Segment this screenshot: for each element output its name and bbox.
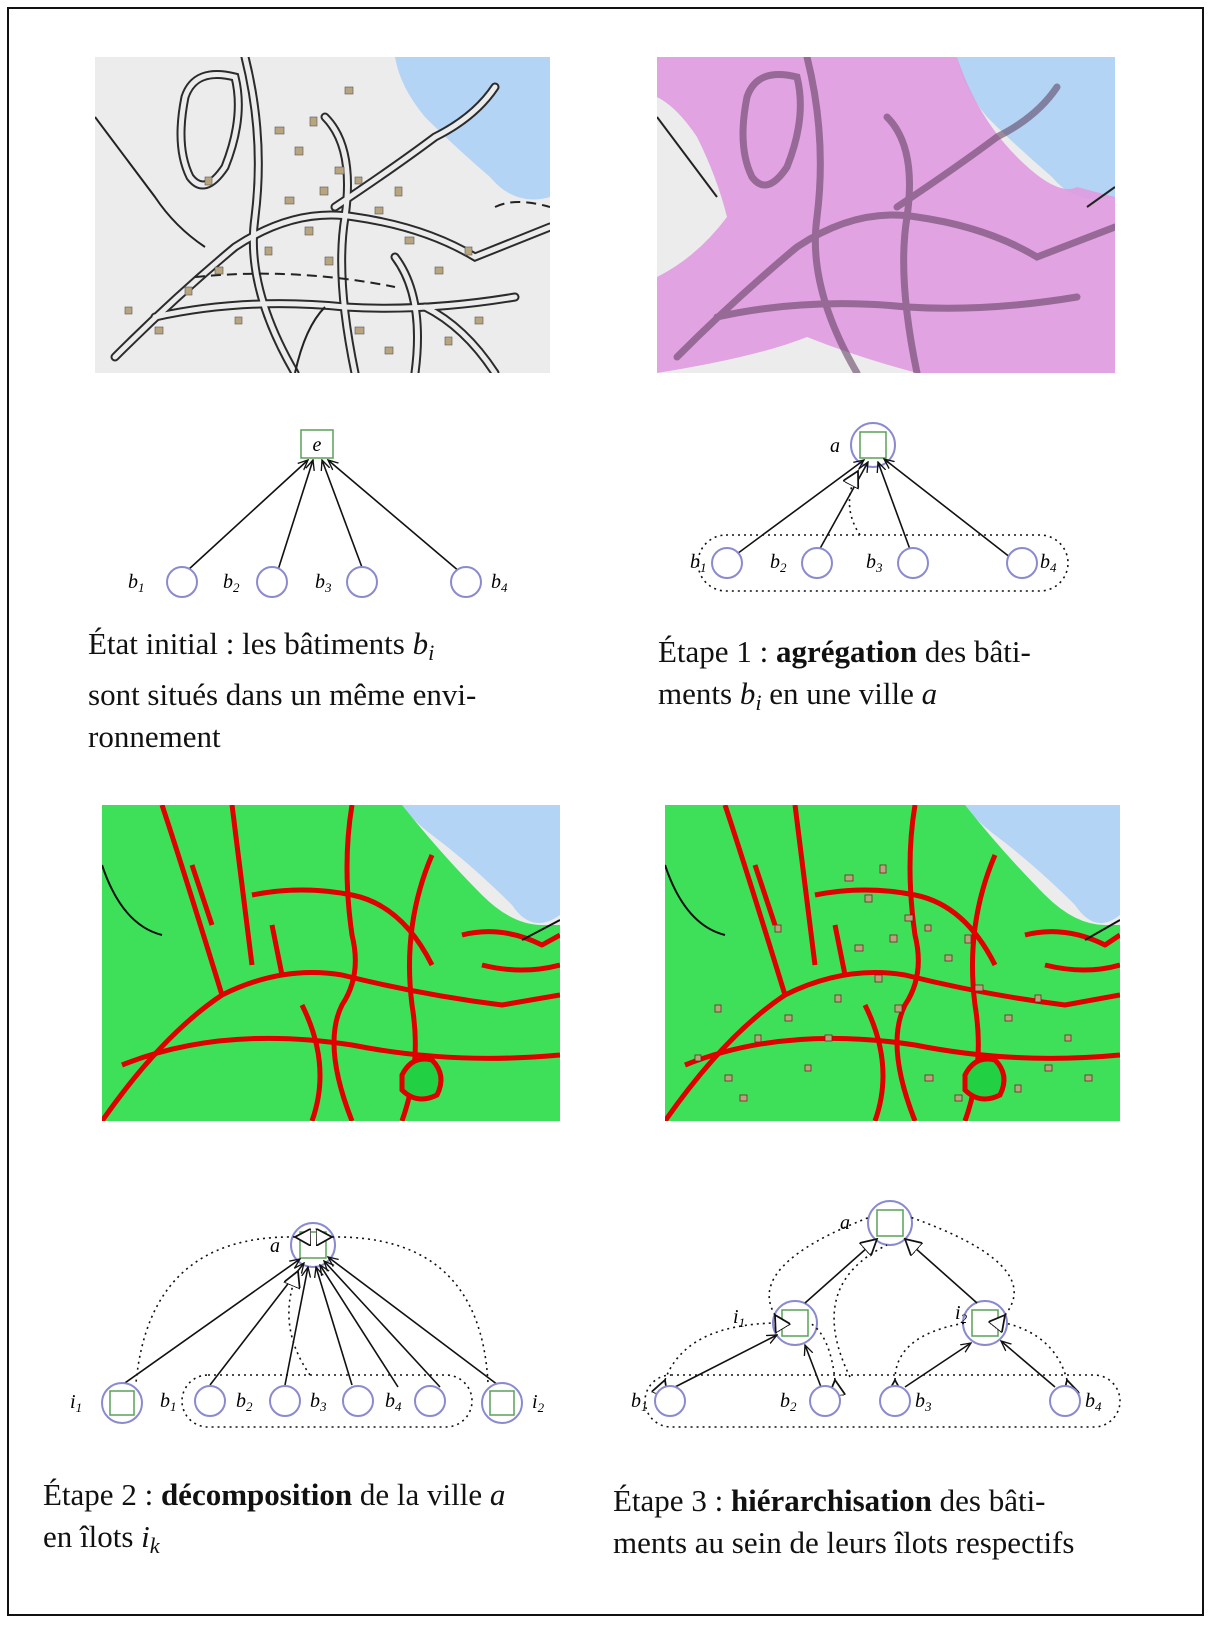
water-area [957, 57, 1115, 200]
label-b3: b3 [310, 1390, 327, 1414]
label-b4: b4 [385, 1390, 402, 1414]
label-i1: i1 [70, 1391, 82, 1415]
label-i2: i2 [532, 1391, 545, 1415]
building-node-b2 [269, 1385, 301, 1417]
building-node-b4 [1049, 1385, 1081, 1417]
node-label-a: a [270, 1235, 280, 1257]
map-hierarchisation [665, 805, 1120, 1121]
building-node-b1 [711, 547, 743, 579]
label-i1: i1 [733, 1306, 745, 1330]
map-initial [95, 57, 550, 373]
caption-initial: État initial : les bâtiments bi sont sit… [88, 626, 477, 755]
diagram-hierarchisation: a b1 b2 b3 b4 i1 i2 [631, 1200, 1121, 1428]
building-node-b3 [346, 566, 378, 598]
water-area [402, 805, 560, 923]
map-decomposition [102, 805, 560, 1121]
label-b1: b1 [690, 551, 707, 575]
label-b2: b2 [780, 1390, 797, 1414]
building-node-b3 [342, 1385, 374, 1417]
label-i2: i2 [955, 1302, 968, 1326]
label-b3: b3 [915, 1390, 932, 1414]
building-node-b2 [809, 1385, 841, 1417]
diagram-decomposition: a i1 b1 b2 b3 b4 i2 [70, 1222, 545, 1428]
figure-frame [7, 7, 1204, 1616]
label-b2: b2 [236, 1390, 253, 1414]
caption-step3: Étape 3 : hiérarchisation des bâti- ment… [613, 1483, 1075, 1560]
label-b1: b1 [631, 1390, 648, 1414]
building-node-b1 [654, 1385, 686, 1417]
building-group [644, 1374, 1121, 1428]
water-area [965, 805, 1120, 923]
label-b3: b3 [315, 571, 332, 595]
building-group [181, 1374, 473, 1428]
building-node-b4 [414, 1385, 446, 1417]
map-aggregation [657, 57, 1115, 373]
building-node-b2 [801, 547, 833, 579]
building-node-b4 [1006, 547, 1038, 579]
node-label-a: a [840, 1212, 850, 1234]
diagram-initial: e b1 b2 b3 b4 [128, 429, 508, 598]
node-label-a: a [830, 435, 840, 457]
diagram-aggregation: a b1 b2 b3 b4 [690, 422, 1069, 592]
label-b4: b4 [1085, 1390, 1102, 1414]
label-b1: b1 [160, 1390, 177, 1414]
caption-step2: Étape 2 : décomposition de la ville a en… [43, 1477, 506, 1559]
isolated-block [399, 1056, 444, 1102]
building-node-b3 [897, 547, 929, 579]
environment-node [300, 429, 334, 459]
water-area [395, 57, 550, 200]
building-node-b2 [256, 566, 288, 598]
label-b3: b3 [866, 551, 883, 575]
building-node-b1 [194, 1385, 226, 1417]
building-node-b4 [450, 566, 482, 598]
label-b4: b4 [491, 571, 508, 595]
building-node-b3 [879, 1385, 911, 1417]
building-node-b1 [166, 566, 198, 598]
label-b4: b4 [1040, 551, 1057, 575]
aggregation-group [697, 534, 1069, 592]
label-b1: b1 [128, 571, 145, 595]
label-b2: b2 [223, 571, 240, 595]
node-label-e: e [313, 434, 322, 456]
isolated-block [962, 1056, 1007, 1102]
caption-step1: Étape 1 : agrégation des bâti- ments bi … [658, 634, 1031, 716]
label-b2: b2 [770, 551, 787, 575]
